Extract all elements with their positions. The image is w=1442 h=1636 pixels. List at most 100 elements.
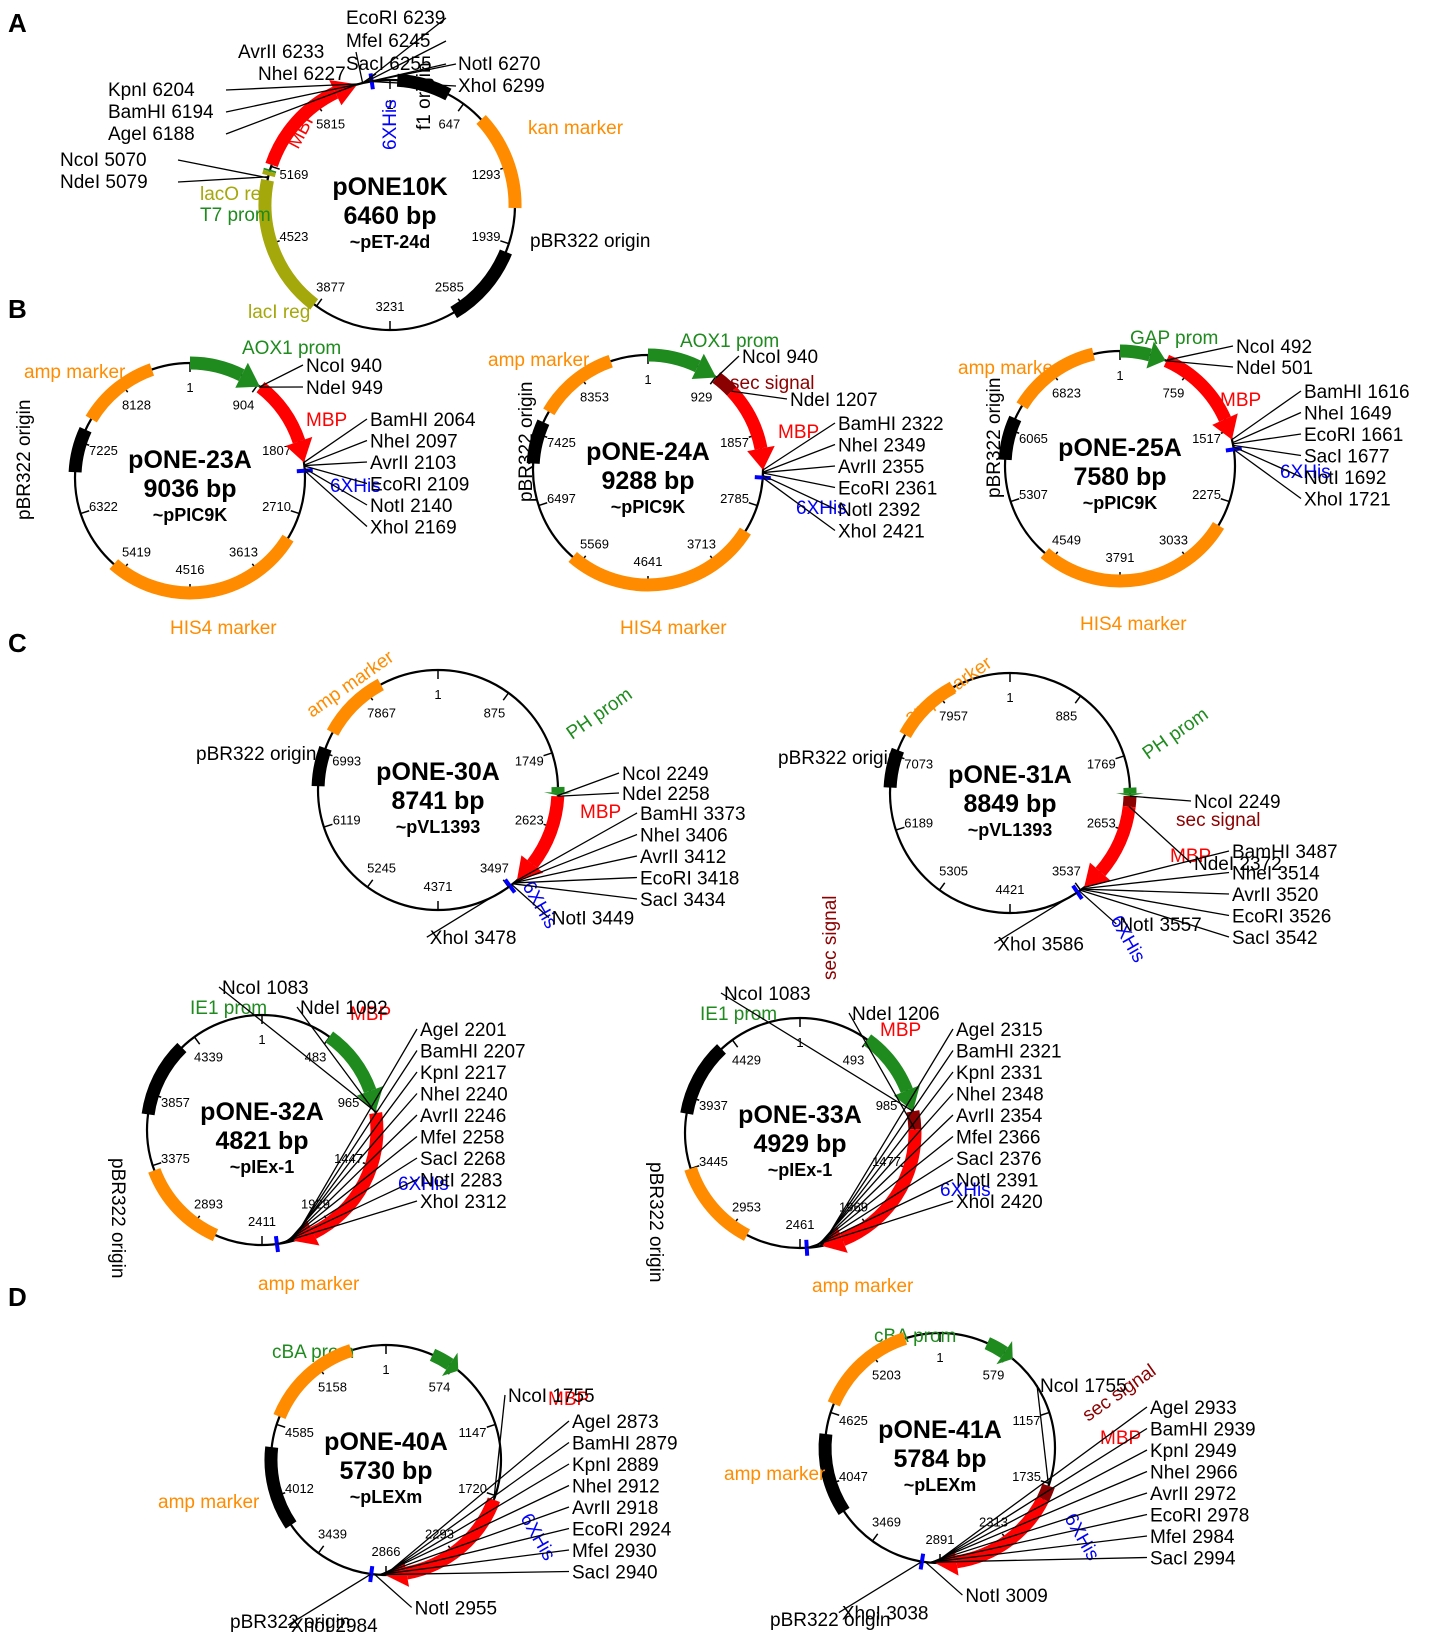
tick-label: 2891 (926, 1532, 955, 1547)
plasmid-parent: ~pPIC9K (611, 497, 686, 517)
site-label-bamhi-2939: BamHI 2939 (1150, 1420, 1256, 1441)
site-line (806, 1200, 954, 1249)
feature-amp-marker (273, 1344, 354, 1420)
site-label-noti-2140: NotI 2140 (370, 496, 452, 517)
site-label-noti-2955: NotI 2955 (415, 1598, 497, 1619)
site-label-mfei-2366: MfeI 2366 (956, 1128, 1041, 1149)
site-line (838, 1561, 923, 1614)
tick-label: 6189 (904, 816, 933, 831)
site-label-avrii-2918: AvrII 2918 (572, 1498, 658, 1519)
tick-mark (543, 752, 553, 757)
site-label-xhoi-3586: XhoI 3586 (997, 934, 1084, 955)
site-label-ncoi-2249: NcoI 2249 (1194, 792, 1281, 813)
site-line (225, 83, 360, 91)
feature-label-mbp: MBP (1170, 846, 1211, 867)
site-line (286, 1093, 418, 1243)
site-label-xhoi-3038: XhoI 3038 (842, 1604, 929, 1625)
feature-laco-reg (262, 169, 276, 178)
feature-mbp (955, 1496, 1049, 1569)
site-label-avrii-2355: AvrII 2355 (838, 457, 924, 478)
plasmid-name: pONE-32A (200, 1098, 324, 1126)
site-label-noti-3557: NotI 3557 (1119, 915, 1201, 936)
site-label-xhoi-6299: XhoI 6299 (458, 76, 545, 97)
feature-mbp (840, 1128, 922, 1246)
tick-label: 7957 (939, 708, 968, 723)
site-label-ecori-2361: EcoRI 2361 (838, 479, 937, 500)
plasmid-name: pONE-31A (948, 761, 1072, 789)
tick-label: 4585 (285, 1425, 314, 1440)
tick-mark (366, 879, 374, 888)
tick-label: 985 (876, 1098, 898, 1113)
site-line (815, 1114, 954, 1248)
tick-mark (1040, 1411, 1050, 1416)
tick-label: 759 (1163, 385, 1185, 400)
tick-mark (315, 298, 323, 307)
feature-arrowhead (356, 1086, 384, 1112)
site-line (731, 390, 788, 400)
feature-label-pbr322-origin: pBR322 origin (778, 748, 898, 769)
tick-mark (270, 165, 280, 170)
feature-pbr322-origin (450, 249, 512, 319)
feature-amp-marker (684, 1166, 751, 1241)
site-label-nhei-2912: NheI 2912 (572, 1477, 660, 1498)
tick-label: 4429 (732, 1052, 761, 1067)
feature-label-f1-origin: f1 origin (414, 62, 435, 130)
tick-mark (290, 510, 300, 515)
site-line (1083, 850, 1230, 889)
feature-label-6xhis: 6XHis (330, 476, 381, 497)
site-label-ncoi-1083: NcoI 1083 (222, 978, 309, 999)
site-label-xhoi-2421: XhoI 2421 (838, 522, 925, 543)
tick-label: 3713 (687, 537, 716, 552)
site-label-saci-3434: SacI 3434 (640, 890, 726, 911)
plasmid-size: 8849 bp (963, 790, 1056, 818)
tick-label: 3231 (376, 299, 405, 314)
feature-laci-reg (258, 178, 319, 310)
tick-mark (1115, 755, 1125, 760)
feature-label-amp-marker: amp marker (158, 1492, 260, 1513)
site-label-nhei-3406: NheI 3406 (640, 826, 728, 847)
site-line (259, 364, 304, 388)
tick-mark (709, 376, 717, 385)
feature-ie1-prom (325, 1031, 377, 1094)
site-label-ncoi-1083: NcoI 1083 (724, 984, 811, 1005)
tick-mark (830, 1411, 840, 1416)
tick-mark (500, 240, 510, 245)
tick-mark (193, 1036, 201, 1045)
site-label-ecori-1661: EcoRI 1661 (1304, 425, 1403, 446)
tick-mark (871, 1533, 879, 1542)
feature-6xhis (368, 1565, 375, 1583)
panel-label-a: A (8, 8, 27, 38)
tick-label: 3033 (1159, 533, 1188, 548)
site-line (818, 1071, 954, 1247)
site-label-avrii-3520: AvrII 3520 (1232, 885, 1318, 906)
feature-label-mbp: MBP (880, 1020, 921, 1041)
feature-label-amp-marker: amp marker (812, 1276, 914, 1297)
plasmid-name: pONE-24A (586, 438, 710, 466)
plasmid-size: 6460 bp (343, 202, 436, 230)
site-label-nhei-6227: NheI 6227 (258, 64, 346, 85)
plasmid-parent: ~pVL1393 (396, 817, 481, 837)
site-label-agei-6188: AgeI 6188 (108, 124, 195, 145)
site-label-bamhi-6194: BamHI 6194 (108, 102, 214, 123)
site-line (1233, 448, 1302, 500)
site-line (374, 1573, 413, 1608)
tick-label: 4516 (176, 562, 205, 577)
tick-label: 2275 (1192, 487, 1221, 502)
site-line (821, 1028, 954, 1247)
feature-label-pbr322-origin: pBR322 origin (516, 382, 537, 502)
tick-label: 4339 (194, 1049, 223, 1064)
tick-label: 3791 (1106, 550, 1135, 565)
site-label-noti-2283: NotI 2283 (420, 1171, 502, 1192)
tick-label: 3613 (229, 545, 258, 560)
tick-label: 5419 (122, 545, 151, 560)
plasmid-map-pone-25a: 175915172275303337914549530760656823GAP … (958, 328, 1410, 635)
feature-label-sec-signal: sec signal (730, 373, 815, 394)
plasmid-parent: ~pPIC9K (1083, 493, 1158, 513)
feature-label-his4-marker: HIS4 marker (620, 618, 727, 639)
